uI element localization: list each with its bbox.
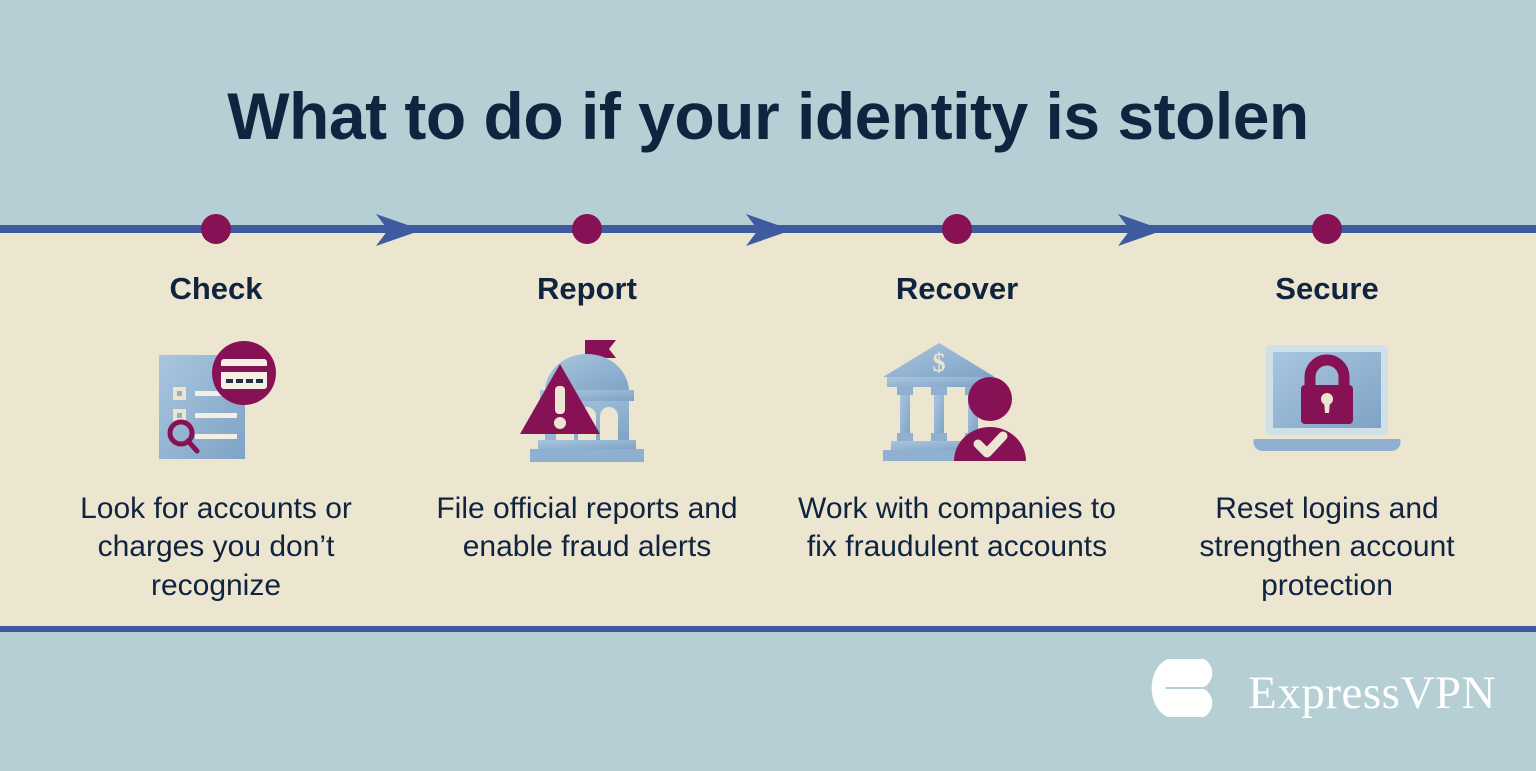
step-caption-check: Look for accounts or charges you don’t r… <box>80 492 352 602</box>
expressvpn-e-logo-icon <box>1144 655 1230 732</box>
arrow-right-icon <box>1118 214 1164 246</box>
government-building-warning-icon <box>395 330 779 470</box>
bank-person-check-icon: $ <box>765 330 1149 470</box>
step-column-report: Report <box>395 229 779 567</box>
step-caption-report: File official reports and enable fraud a… <box>436 492 738 564</box>
step-label-recover: Recover <box>895 271 1019 306</box>
step-label-secure: Secure <box>1275 271 1379 306</box>
arrow-right-icon <box>376 214 422 246</box>
document-checklist-credit-card-icon <box>24 330 408 470</box>
background-band-bottom <box>0 628 1536 771</box>
step-caption-secure: Reset logins and strengthen account prot… <box>1199 492 1455 602</box>
expressvpn-wordmark: ExpressVPN <box>1248 667 1496 719</box>
arrow-right-icon <box>746 214 792 246</box>
step-column-check: Check <box>24 229 408 605</box>
timeline-dot-secure <box>1312 214 1342 244</box>
background-band-top <box>0 0 1536 229</box>
svg-text:$: $ <box>933 348 946 377</box>
timeline-dot-check <box>201 214 231 244</box>
page-title: What to do if your identity is stolen <box>227 79 1309 153</box>
step-caption-recover: Work with companies to fix fraudulent ac… <box>798 492 1116 564</box>
expressvpn-logo: ExpressVPN <box>1144 655 1496 732</box>
timeline-dot-report <box>572 214 602 244</box>
step-label-report: Report <box>537 271 637 306</box>
step-column-recover: Recover <box>765 229 1149 567</box>
step-label-check: Check <box>169 271 263 306</box>
step-column-secure: Secure Reset logins and strengthen accou… <box>1135 229 1519 605</box>
timeline-dot-recover <box>942 214 972 244</box>
laptop-padlock-icon <box>1135 330 1519 470</box>
bottom-divider-rule <box>0 626 1536 632</box>
